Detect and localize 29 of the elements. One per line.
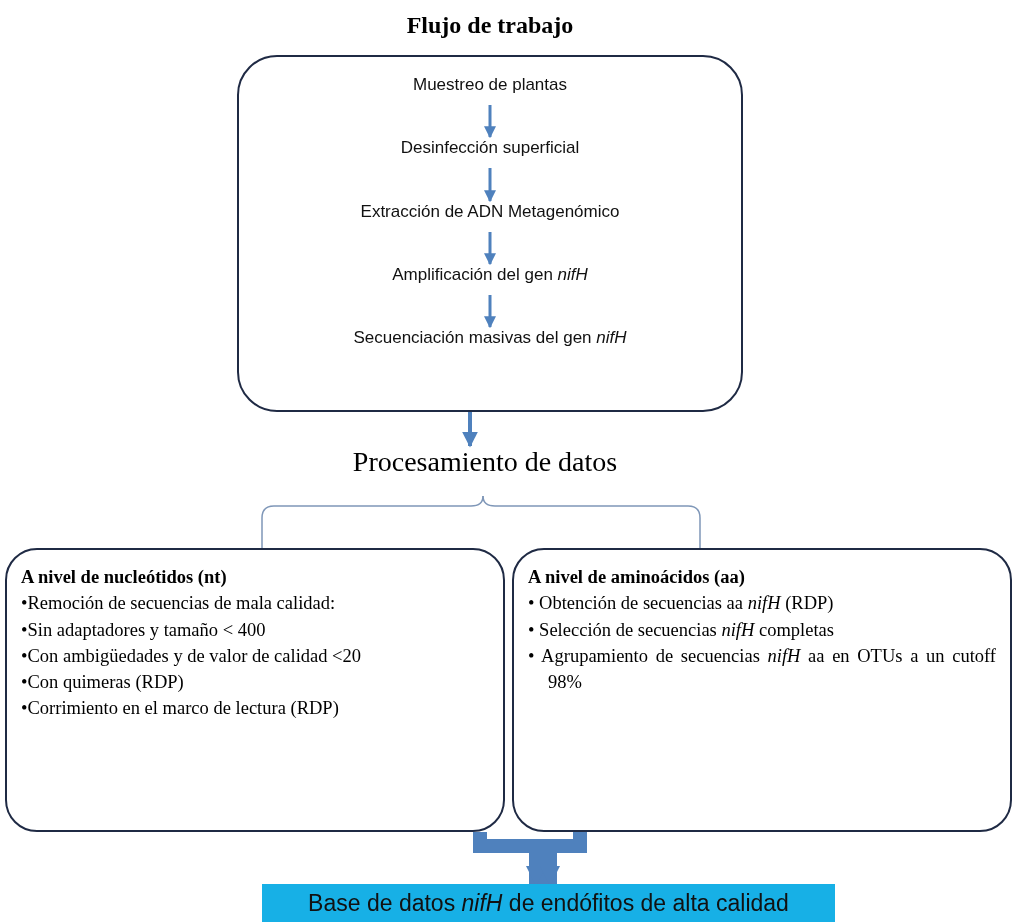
workflow-panel [237, 55, 743, 412]
arrow [484, 105, 496, 139]
bullet-item: •Corrimiento en el marco de lectura (RDP) [21, 697, 340, 721]
bullet-item: • Agrupamiento de secuencias nifH aa en OTUs a un cutoff 98% [528, 644, 996, 695]
bullet-item: • Selección de secuencias nifH completas [528, 618, 835, 642]
step-label: Secuenciación masivas del gen nifH [270, 328, 710, 356]
step-label: Extracción de ADN Metagenómico [300, 202, 680, 230]
title: Flujo de trabajo [405, 12, 575, 39]
arrow [462, 412, 478, 448]
step-label: Amplificación del gen nifH [300, 265, 680, 293]
panel-heading: A nivel de aminoácidos (aa) [528, 566, 746, 589]
arrow [484, 168, 496, 203]
arrow [484, 295, 496, 329]
block-arrow [540, 832, 587, 886]
bullet-item: •Con quimeras (RDP) [21, 671, 185, 695]
step-label: Muestreo de plantas [300, 75, 680, 103]
arrow [484, 232, 496, 266]
criteria-panel [512, 548, 1012, 832]
panel-heading: A nivel de nucleótidos (nt) [21, 566, 228, 589]
bracket-connector [482, 495, 701, 549]
step-label: Desinfección superficial [300, 138, 680, 166]
block-arrow [473, 832, 546, 886]
section-heading: Procesamiento de datos [330, 446, 640, 486]
bullet-item: •Con ambigüedades y de valor de calidad <20 [21, 644, 363, 668]
bullet-item: •Remoción de secuencias de mala calidad: [21, 592, 337, 616]
bullet-item: •Sin adaptadores y tamaño < 400 [21, 618, 267, 642]
result-banner: Base de datos nifH de endófitos de alta calidad [262, 884, 835, 922]
bullet-item: • Obtención de secuencias aa nifH (RDP) [528, 592, 835, 616]
criteria-panel [5, 548, 505, 832]
